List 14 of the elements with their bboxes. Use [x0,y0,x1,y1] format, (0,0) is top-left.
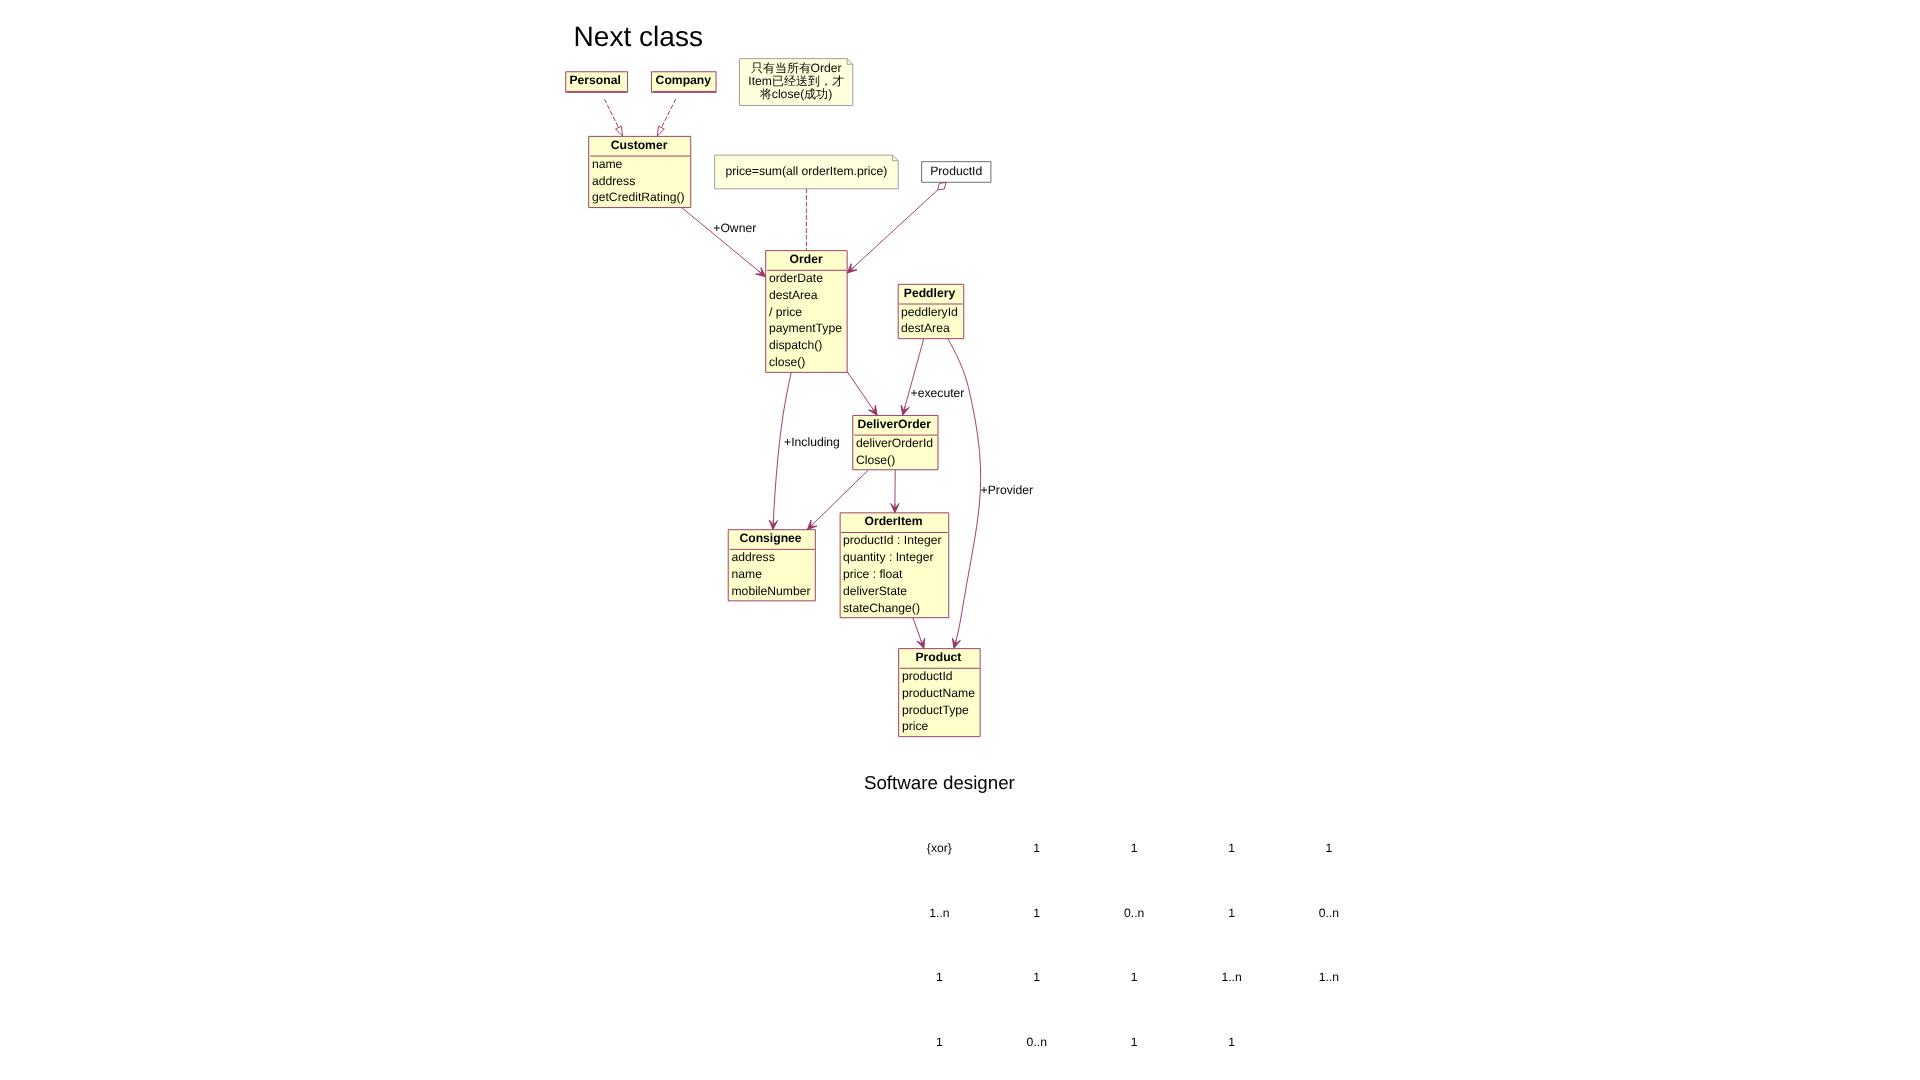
connector [805,188,807,251]
arrow [846,371,878,416]
arrow [681,207,766,278]
arrow [806,469,869,531]
arrow [947,338,981,649]
arrow [900,338,925,416]
arrow [768,372,792,531]
arrow [846,181,947,274]
label: Software designer [863,773,1015,794]
diagram-title: Next class [573,20,704,53]
arrow [604,98,624,137]
arrow [890,469,900,514]
arrow [656,98,677,137]
arrow [912,617,926,649]
